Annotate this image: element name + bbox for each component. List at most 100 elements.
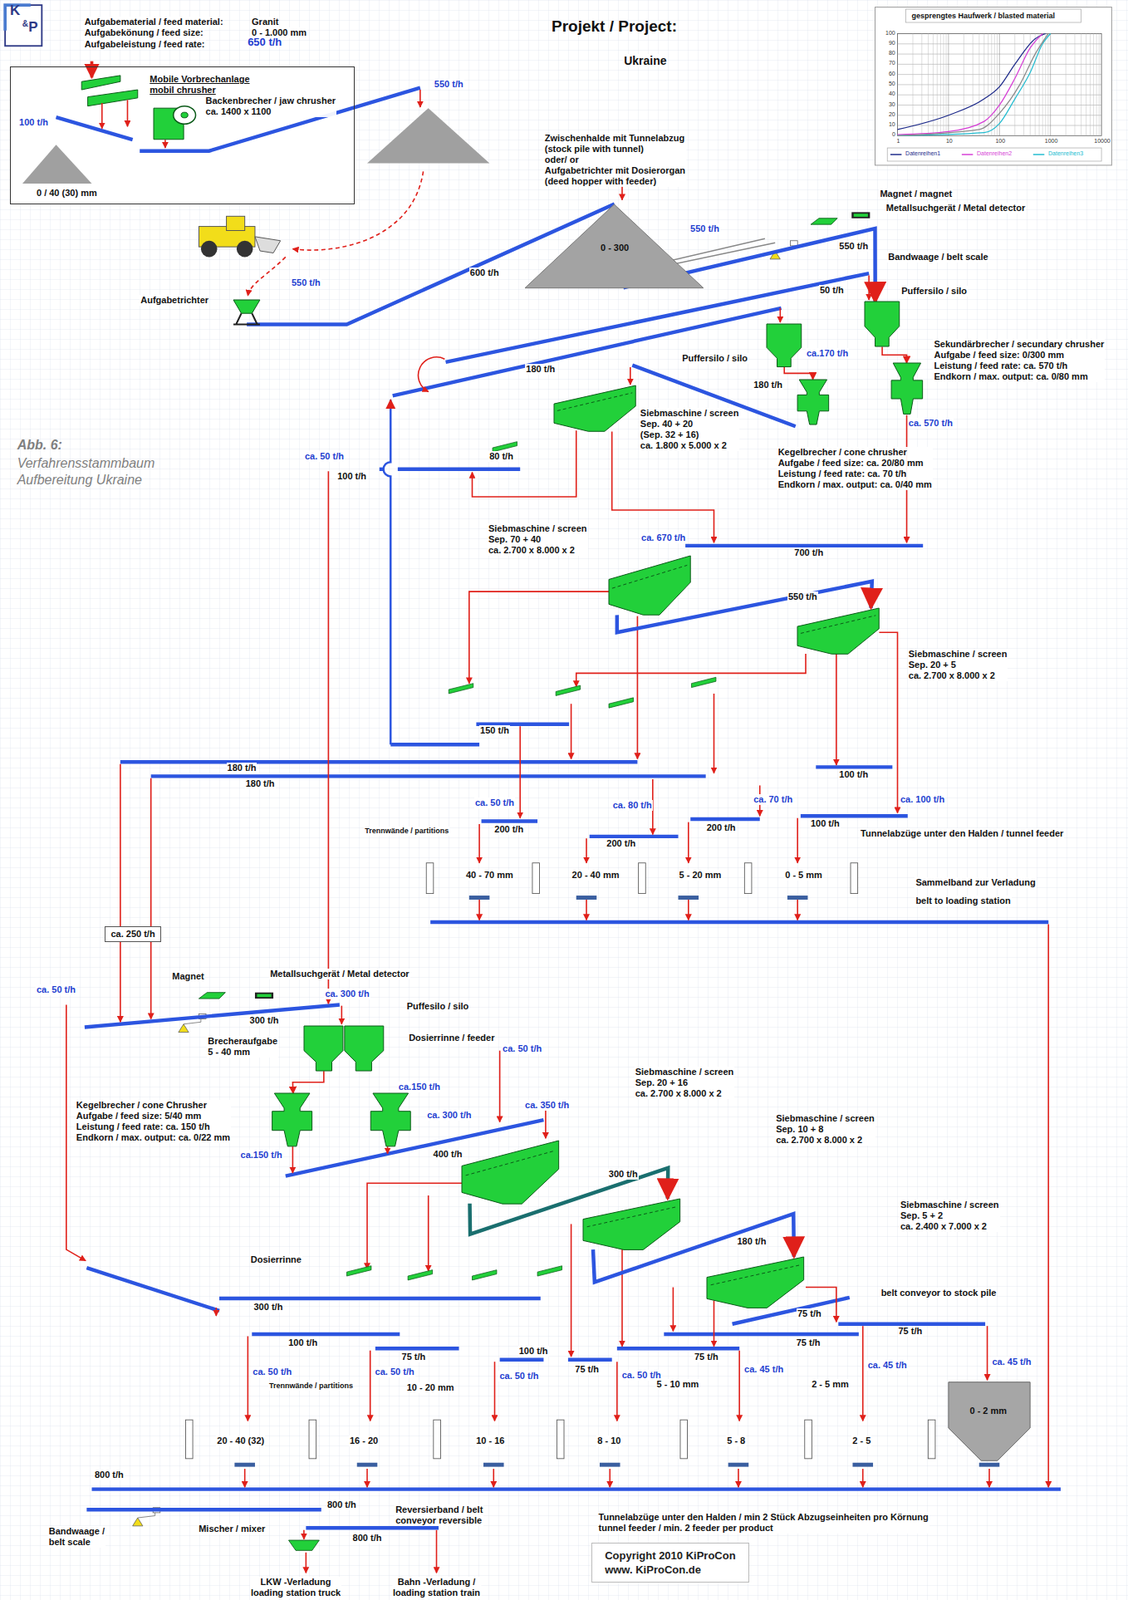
- flow-line: [369, 1350, 372, 1422]
- text-line: Kegelbrecher / cone chrusher: [778, 446, 932, 458]
- text-line: mobil chrusher: [149, 84, 250, 96]
- belt-conveyor: [390, 742, 480, 746]
- flow-line: [247, 1335, 250, 1421]
- text-line: Aufbereitung Ukraine: [17, 471, 156, 489]
- flow-line: [637, 616, 639, 760]
- flow-rate: 75 t/h: [796, 1308, 823, 1320]
- recirculation-loop: [418, 357, 446, 393]
- screen-machine: Siebmaschine / screen Sep. 10 + 8 ca. 2.…: [583, 1198, 681, 1250]
- grid-line: [946, 34, 947, 137]
- text-line: (deed hopper with feeder): [544, 176, 686, 187]
- flow-line: [469, 591, 610, 684]
- page-title: Projekt / Project:: [550, 17, 678, 36]
- flow-line: [713, 693, 716, 774]
- flow-line: [796, 899, 799, 921]
- grid-line: [912, 34, 913, 137]
- flow-rate: ca. 45 t/h: [990, 1356, 1032, 1368]
- annotation: Ukraine: [622, 53, 667, 68]
- crusher-body: [371, 1093, 412, 1147]
- flow-line: [494, 1361, 496, 1421]
- text-line: Aufgabe / feed size: ca. 20/80 mm: [778, 457, 932, 469]
- annotation: 10 - 16: [475, 1435, 506, 1447]
- legend-entry: Datenreihen1: [904, 150, 942, 157]
- flow-line: [585, 838, 588, 863]
- crusher-body: [891, 362, 923, 414]
- tunnel-feeder: [599, 1462, 621, 1467]
- flow-rate: 650 t/h: [246, 36, 283, 48]
- belt-conveyor: [663, 1332, 859, 1336]
- vibrating-feeder: [346, 1265, 371, 1276]
- annotation: 0 - 5 mm: [784, 869, 824, 881]
- belt-conveyor: [305, 1525, 439, 1530]
- flow-line: [878, 632, 898, 813]
- text-line: ca. 2.700 x 8.000 x 2: [908, 670, 1008, 682]
- flow-line: [621, 1249, 623, 1347]
- equipment-shape: [269, 1093, 413, 1147]
- grid-line: [1089, 34, 1091, 137]
- flow-rate: 100 t/h: [518, 1345, 550, 1357]
- flow-line: [862, 1468, 864, 1487]
- flow-rate: 80 t/h: [488, 451, 515, 462]
- grid-line: [987, 34, 989, 137]
- text-line: Sep. 20 + 16: [635, 1077, 735, 1089]
- wheel-loader: [226, 215, 246, 231]
- annotation: 0 - 2 mm: [968, 1405, 1008, 1417]
- text-line: Reversierband / belt: [395, 1504, 483, 1516]
- text-line: ca. 2.700 x 8.000 x 2: [775, 1134, 875, 1146]
- stock-pile: [22, 144, 92, 184]
- flow-rate: 100 t/h: [287, 1337, 319, 1349]
- flow-line: [585, 899, 588, 921]
- screen-deck: [711, 1265, 800, 1285]
- annotation: Bandwaage / belt scale: [48, 1525, 106, 1548]
- text-line: Tunnelabzüge unter den Halden / min 2 St…: [598, 1511, 929, 1523]
- screen-machine: Siebmaschine / screen Sep. 70 + 40 ca. 2…: [608, 555, 691, 615]
- text-line: Siebmaschine / screen: [908, 648, 1008, 660]
- transport-path: [292, 171, 423, 251]
- flow-line: [1047, 923, 1050, 1487]
- flow-rate: ca. 50 t/h: [304, 451, 345, 462]
- flow-rate: 180 t/h: [245, 778, 276, 790]
- grid-line: [963, 34, 965, 137]
- belt-conveyor: [92, 1486, 1061, 1491]
- flow-line: [687, 899, 690, 921]
- metal-detector: [255, 992, 274, 999]
- annotation: 8 - 10: [596, 1435, 622, 1447]
- flow-rate: ca. 570 t/h: [907, 417, 954, 429]
- grid-line: [972, 34, 974, 137]
- flow-line: [419, 89, 422, 108]
- flow-rate: 180 t/h: [752, 379, 784, 391]
- tunnel-feeder: [234, 1462, 256, 1467]
- axis-tick: 20: [887, 111, 897, 118]
- belt-scale: [132, 1517, 143, 1526]
- annotation: Dosierrinne: [250, 1254, 303, 1266]
- text-line: loading station truck: [250, 1587, 341, 1599]
- grid-line: [996, 34, 998, 137]
- metal-detector: [256, 994, 271, 998]
- flow-line: [244, 1468, 246, 1487]
- flow-rate: 550 t/h: [838, 240, 869, 252]
- annotation: Trennwände / partitions: [268, 1381, 354, 1391]
- magnet-symbol: [198, 992, 226, 999]
- equipment-label: 0 - 300: [599, 242, 630, 254]
- flow-rate: 550 t/h: [433, 78, 465, 90]
- equipment-label: Siebmaschine / screen Sep. 40 + 20 (Sep.…: [639, 407, 741, 452]
- tunnel-feeder: [852, 1462, 873, 1467]
- flow-line: [150, 778, 153, 1020]
- flow-line: [608, 1468, 611, 1487]
- flow-line: [328, 470, 330, 1004]
- flow-rate: 200 t/h: [493, 823, 525, 835]
- equipment-shape: [706, 1256, 805, 1308]
- equipment-label: Siebmaschine / screen Sep. 20 + 16 ca. 2…: [634, 1066, 736, 1099]
- logo-frame: [4, 4, 42, 46]
- flow-line: [988, 1468, 991, 1487]
- pile-shape: [524, 204, 704, 289]
- axis-tick: 70: [887, 59, 897, 67]
- axis-tick: 90: [887, 39, 897, 47]
- axis-tick: 50: [887, 80, 897, 88]
- screen-deck: [465, 1150, 555, 1176]
- axis-tick: 30: [887, 101, 897, 108]
- flow-line: [478, 823, 481, 864]
- belt-conveyor: [251, 1332, 400, 1336]
